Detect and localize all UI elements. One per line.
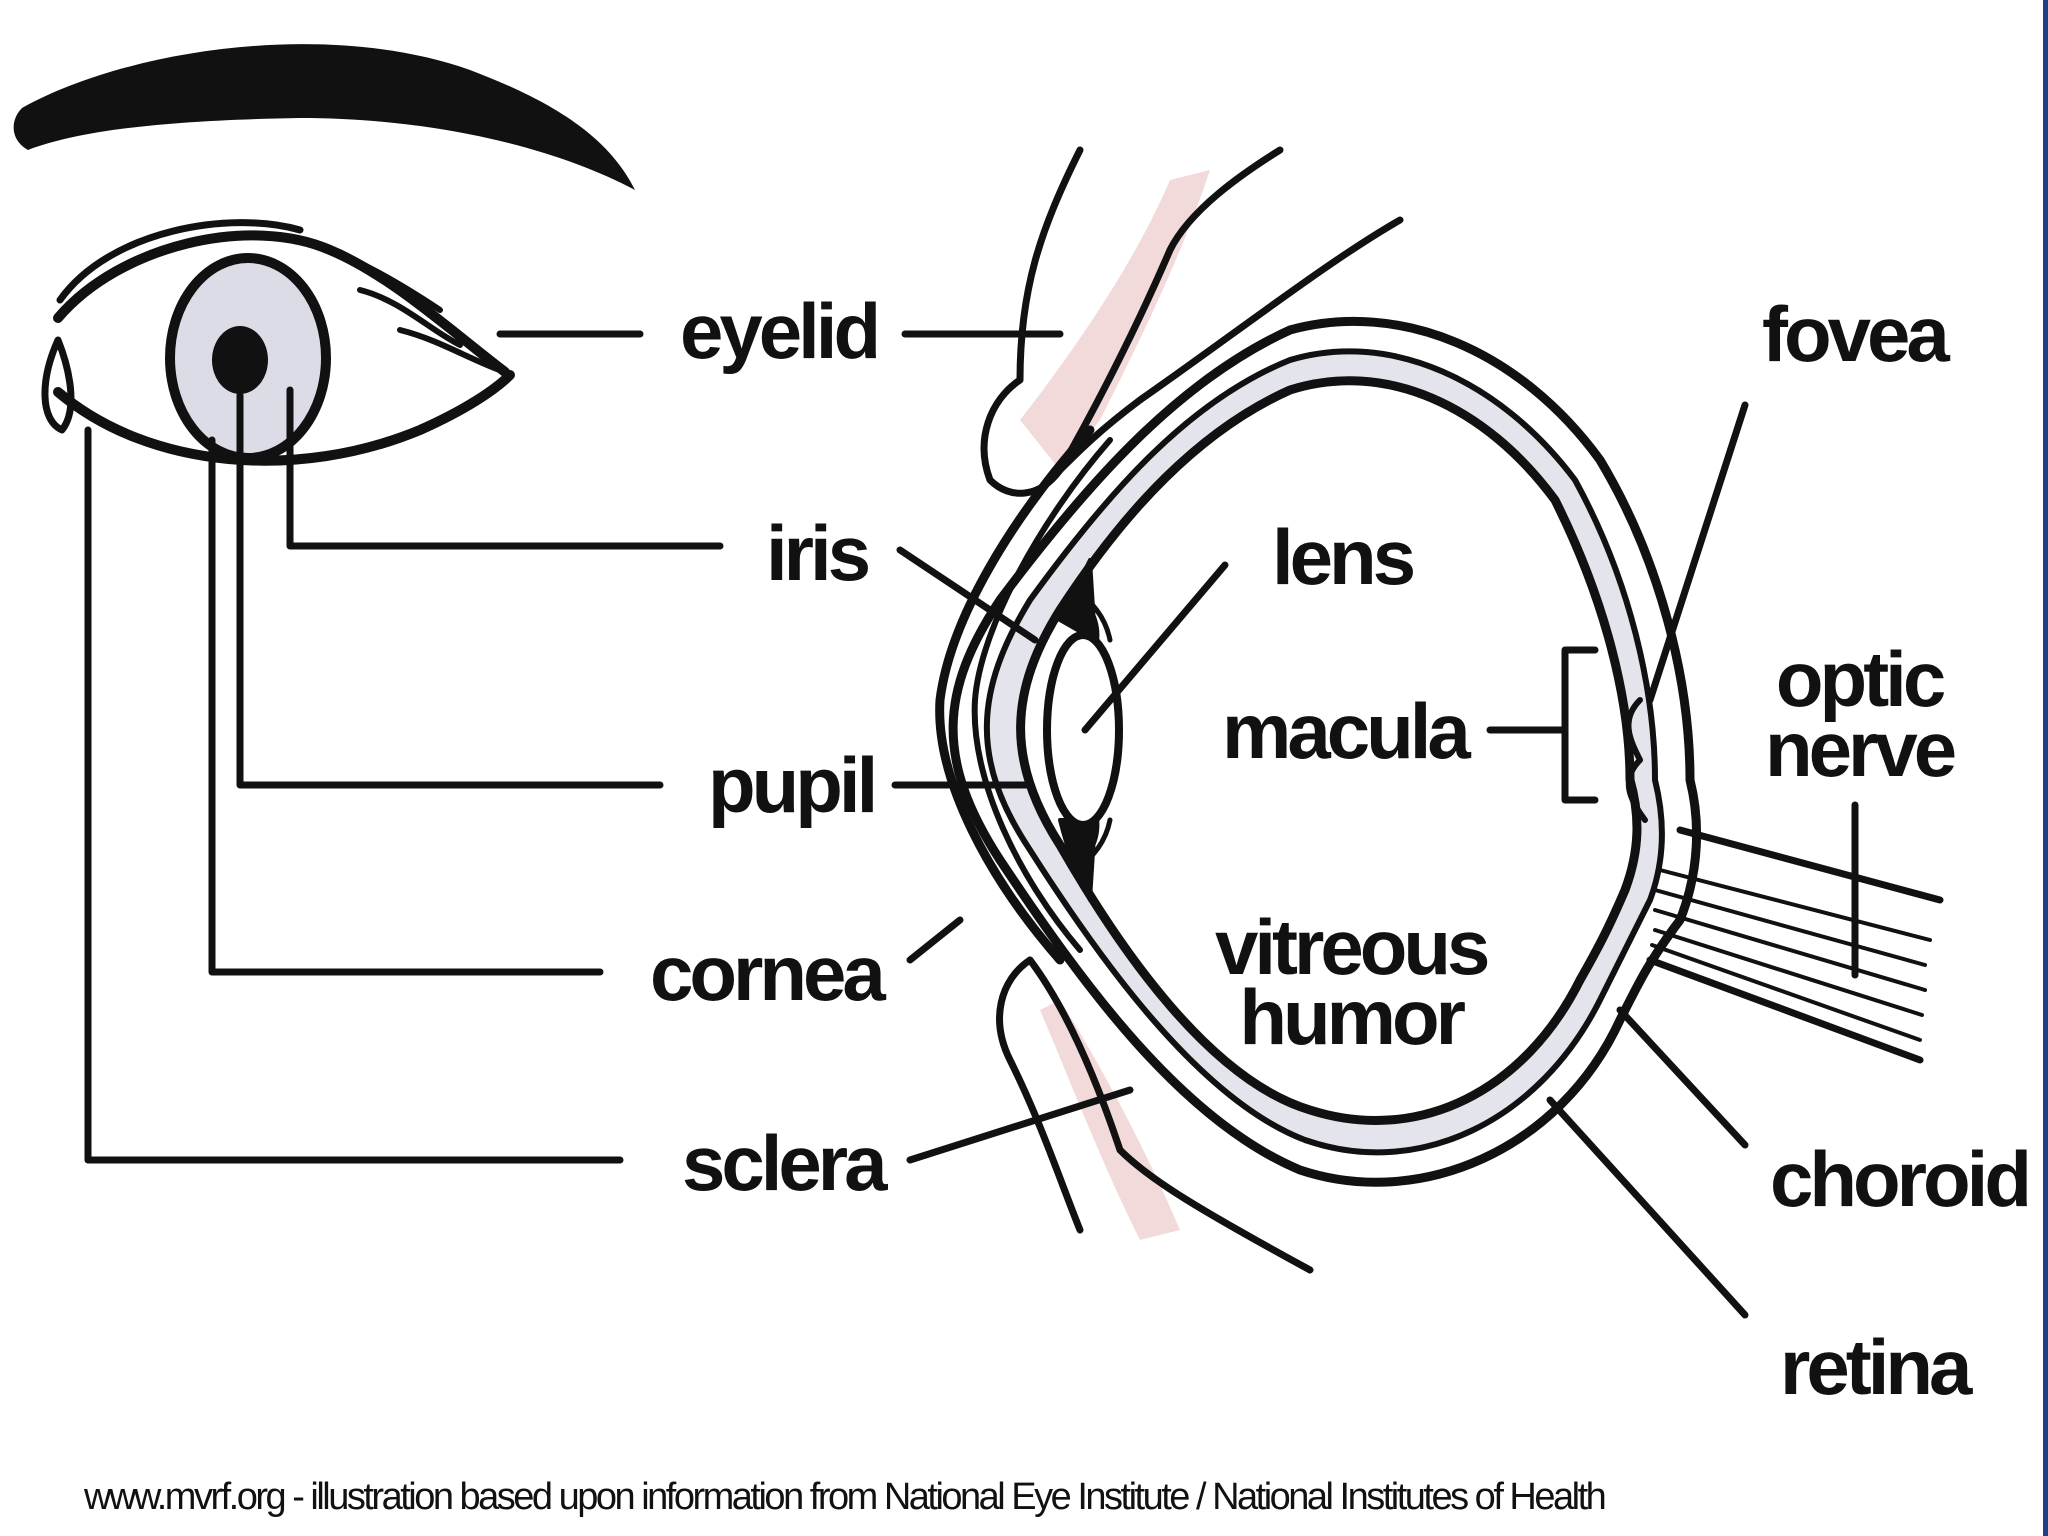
label-choroid: choroid <box>1770 1135 2032 1223</box>
leader-retina <box>1546 1096 1749 1319</box>
label-eyelid: eyelid <box>680 287 881 375</box>
eyebrow <box>13 44 636 190</box>
leader-cornea-front <box>208 436 604 976</box>
leader-pupil-front <box>236 391 664 789</box>
leader-fovea <box>1646 401 1749 704</box>
leader-sclera-section <box>906 1086 1134 1164</box>
leader-choroid <box>1616 1006 1749 1149</box>
eye-lower-outline <box>53 370 515 466</box>
label-macula: macula <box>1222 687 1471 775</box>
sclera-outer <box>948 316 1702 1187</box>
credit-line: www.mvrf.org - illustration based upon i… <box>84 1476 1607 1518</box>
upper-eyelid-inner <box>1056 216 1404 474</box>
leader-sclera-front <box>84 426 624 1164</box>
label-lens: lens <box>1272 513 1416 601</box>
label-sclera: sclera <box>682 1119 888 1207</box>
label-fovea: fovea <box>1762 290 1950 378</box>
eye-crease <box>56 219 304 304</box>
lashes <box>327 247 508 375</box>
macula-bracket <box>1561 646 1599 804</box>
retina-layer <box>1016 376 1642 1125</box>
optic-nerve-fibers <box>1650 868 1932 1042</box>
cornea <box>935 425 1095 965</box>
right-edge-border <box>2043 0 2048 1536</box>
lower-eyelid <box>996 956 1084 1234</box>
upper-eyelid-tissue <box>1020 170 1210 470</box>
optic-disc-bump <box>1625 697 1648 823</box>
lower-eyelid-inner <box>1026 956 1314 1274</box>
leader-iris-section <box>896 546 1039 644</box>
optic-nerve-outline <box>1646 826 1944 1064</box>
leader-lens <box>1081 561 1229 734</box>
label-iris: iris <box>766 509 871 597</box>
upper-eyelid <box>980 146 1284 497</box>
leader-iris-front <box>286 386 724 550</box>
label-pupil: pupil <box>708 741 878 829</box>
leader-cornea-section <box>906 916 964 964</box>
eye-upper-outline <box>53 230 510 377</box>
pupil-front <box>212 326 268 394</box>
label-cornea: cornea <box>650 929 886 1017</box>
label-optic-nerve: optic nerve <box>1765 635 1957 794</box>
label-retina: retina <box>1780 1323 1972 1411</box>
cornea-inner <box>971 437 1113 953</box>
label-vitreous-humor: vitreous humor <box>1215 903 1490 1062</box>
tear-duct <box>41 336 75 434</box>
